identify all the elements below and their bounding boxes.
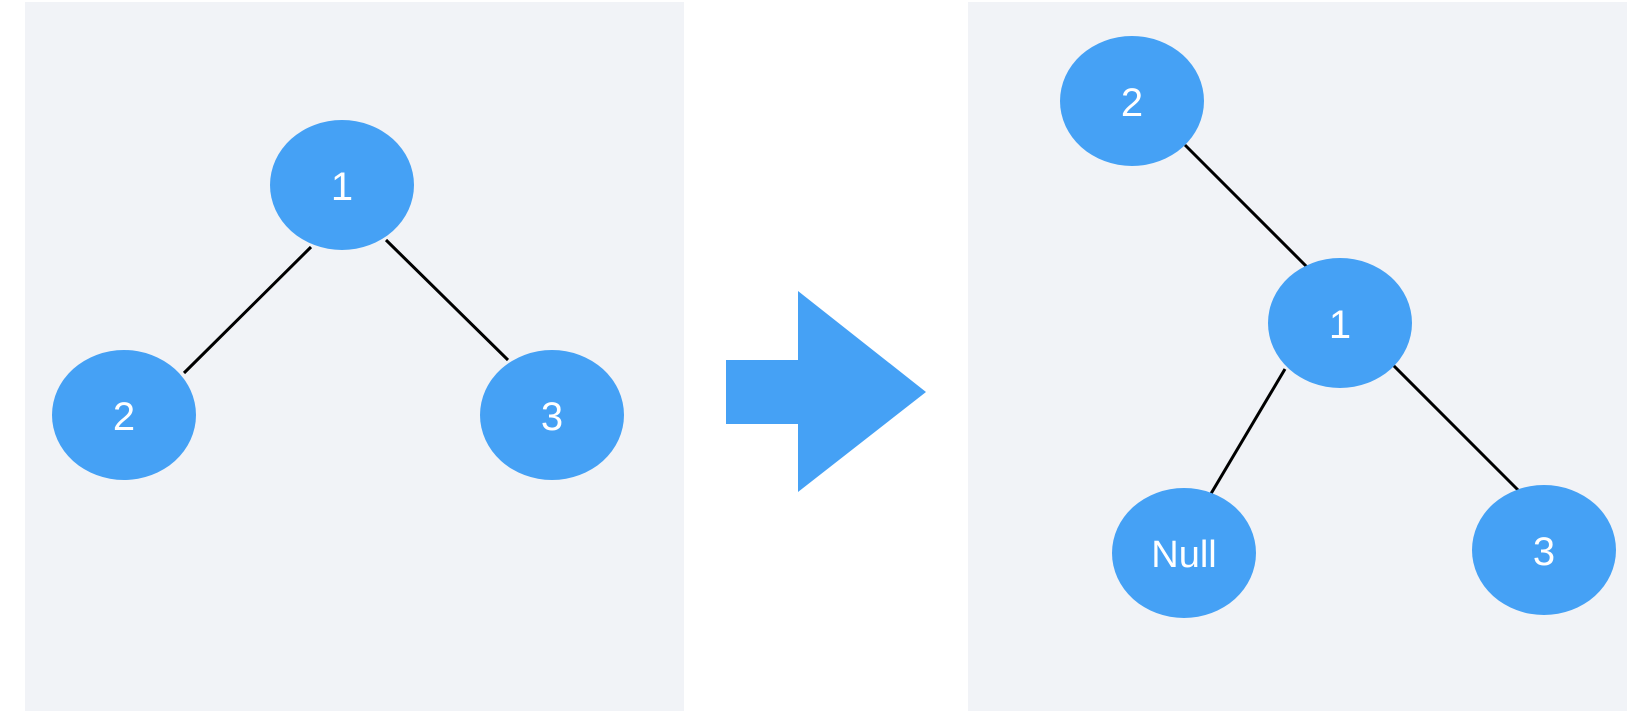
after-node-1: 1 [1268,258,1412,388]
before-node-3-circle [480,350,624,480]
after-edge-1-3 [1390,362,1520,492]
after-node-null-label: Null [1151,534,1216,576]
before-node-1: 1 [270,120,414,250]
after-node-3-circle [1472,485,1616,615]
before-node-2: 2 [52,350,196,480]
before-node-3-label: 3 [541,395,563,439]
after-edge-1-null [1207,368,1287,498]
after-node-2-circle [1060,36,1204,166]
after-node-1-circle [1268,258,1412,388]
before-node-2-circle [52,350,196,480]
right-arrow-icon [726,291,926,492]
after-node-null: Null [1112,488,1256,618]
before-edge-1-2 [182,245,313,375]
before-node-2-label: 2 [113,395,135,439]
after-edge-2-1 [1183,143,1313,273]
before-node-1-label: 1 [331,165,353,209]
after-node-null-circle [1112,488,1256,618]
after-node-1-label: 1 [1329,303,1351,347]
after-node-2: 2 [1060,36,1204,166]
before-node-1-circle [270,120,414,250]
after-node-3-label: 3 [1533,530,1555,574]
after-node-2-label: 2 [1121,81,1143,125]
before-node-3: 3 [480,350,624,480]
after-node-3: 3 [1472,485,1616,615]
before-edge-1-3 [384,238,510,362]
